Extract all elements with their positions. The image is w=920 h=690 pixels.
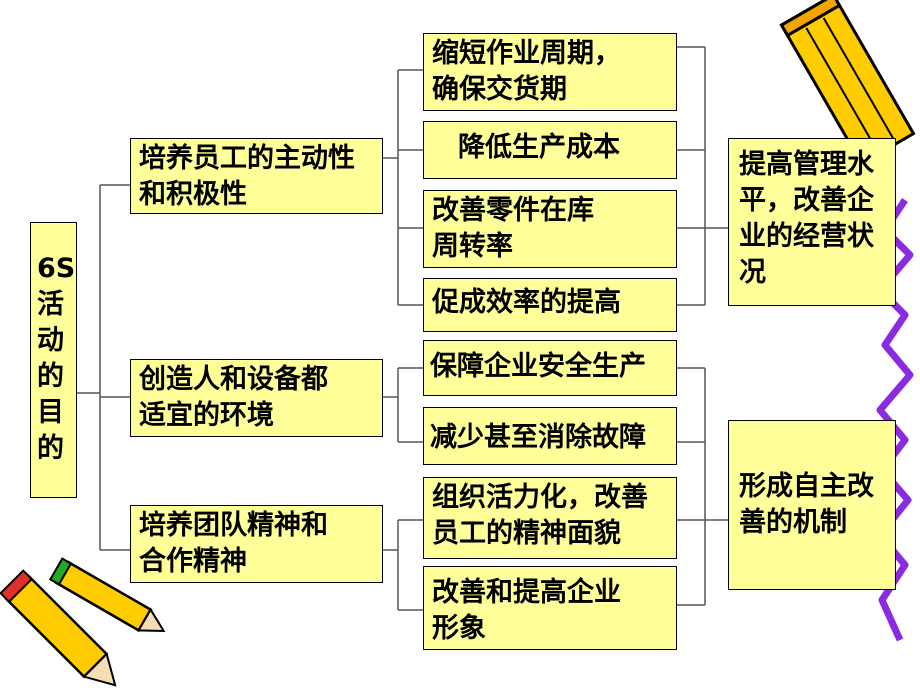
root-line: 的 [37, 361, 64, 392]
mid-node-environment: 创造人和设备都 适宜的环境 [130, 359, 383, 437]
leaf-node: 缩短作业周期， 确保交货期 [423, 33, 677, 111]
leaf-node: 保障企业安全生产 [423, 340, 677, 396]
node-line: 平，改善企 [739, 185, 874, 216]
leaf-node: 改善零件在库 周转率 [423, 190, 677, 268]
node-line: 培养员工的主动性 [139, 143, 355, 174]
node-line: 组织活力化，改善 [432, 482, 648, 513]
node-line: 培养团队精神和 [139, 510, 328, 541]
node-line: 改善和提高企业 [432, 577, 621, 608]
outcome-node-self-improvement: 形成自主改 善的机制 [728, 420, 896, 590]
leaf-node: 改善和提高企业 形象 [423, 566, 677, 650]
pencil-icon [48, 557, 166, 633]
leaf-node: 降低生产成本 [423, 121, 677, 179]
node-line: 合作精神 [139, 546, 247, 577]
squiggle-ribbon [876, 198, 914, 642]
root-line: 目 [37, 397, 64, 428]
node-line: 况 [739, 257, 766, 288]
outcome-node-management: 提高管理水 平，改善企 业的经营状 况 [728, 138, 896, 306]
root-line: 的 [37, 433, 64, 464]
leaf-node: 促成效率的提高 [423, 278, 677, 332]
root-line: 动 [37, 325, 64, 356]
leaf-node: 组织活力化，改善 员工的精神面貌 [423, 477, 677, 559]
node-line: 促成效率的提高 [432, 287, 621, 318]
node-line: 周转率 [432, 231, 513, 262]
pencil-icon [0, 569, 117, 687]
node-line: 善的机制 [739, 507, 847, 538]
mid-node-motivation: 培养员工的主动性 和积极性 [130, 138, 383, 214]
root-line: 活 [37, 289, 64, 320]
node-line: 业的经营状 [739, 221, 874, 252]
node-line: 减少甚至消除故障 [430, 422, 646, 453]
node-line: 适宜的环境 [139, 400, 274, 431]
mid-node-teamwork: 培养团队精神和 合作精神 [130, 505, 383, 583]
node-line: 形象 [432, 613, 486, 644]
node-line: 员工的精神面貌 [432, 518, 621, 549]
root-line: 6S [37, 253, 76, 284]
node-line: 确保交货期 [432, 74, 567, 105]
node-line: 缩短作业周期， [432, 38, 621, 69]
node-line: 提高管理水 [739, 149, 874, 180]
node-line: 降低生产成本 [458, 132, 620, 163]
node-line: 和积极性 [139, 179, 247, 210]
node-line: 保障企业安全生产 [430, 351, 646, 382]
leaf-node: 减少甚至消除故障 [423, 407, 677, 465]
node-line: 改善零件在库 [432, 195, 594, 226]
root-node: 6S 活 动 的 目 的 [30, 222, 77, 498]
node-line: 创造人和设备都 [139, 364, 328, 395]
node-line: 形成自主改 [739, 471, 874, 502]
